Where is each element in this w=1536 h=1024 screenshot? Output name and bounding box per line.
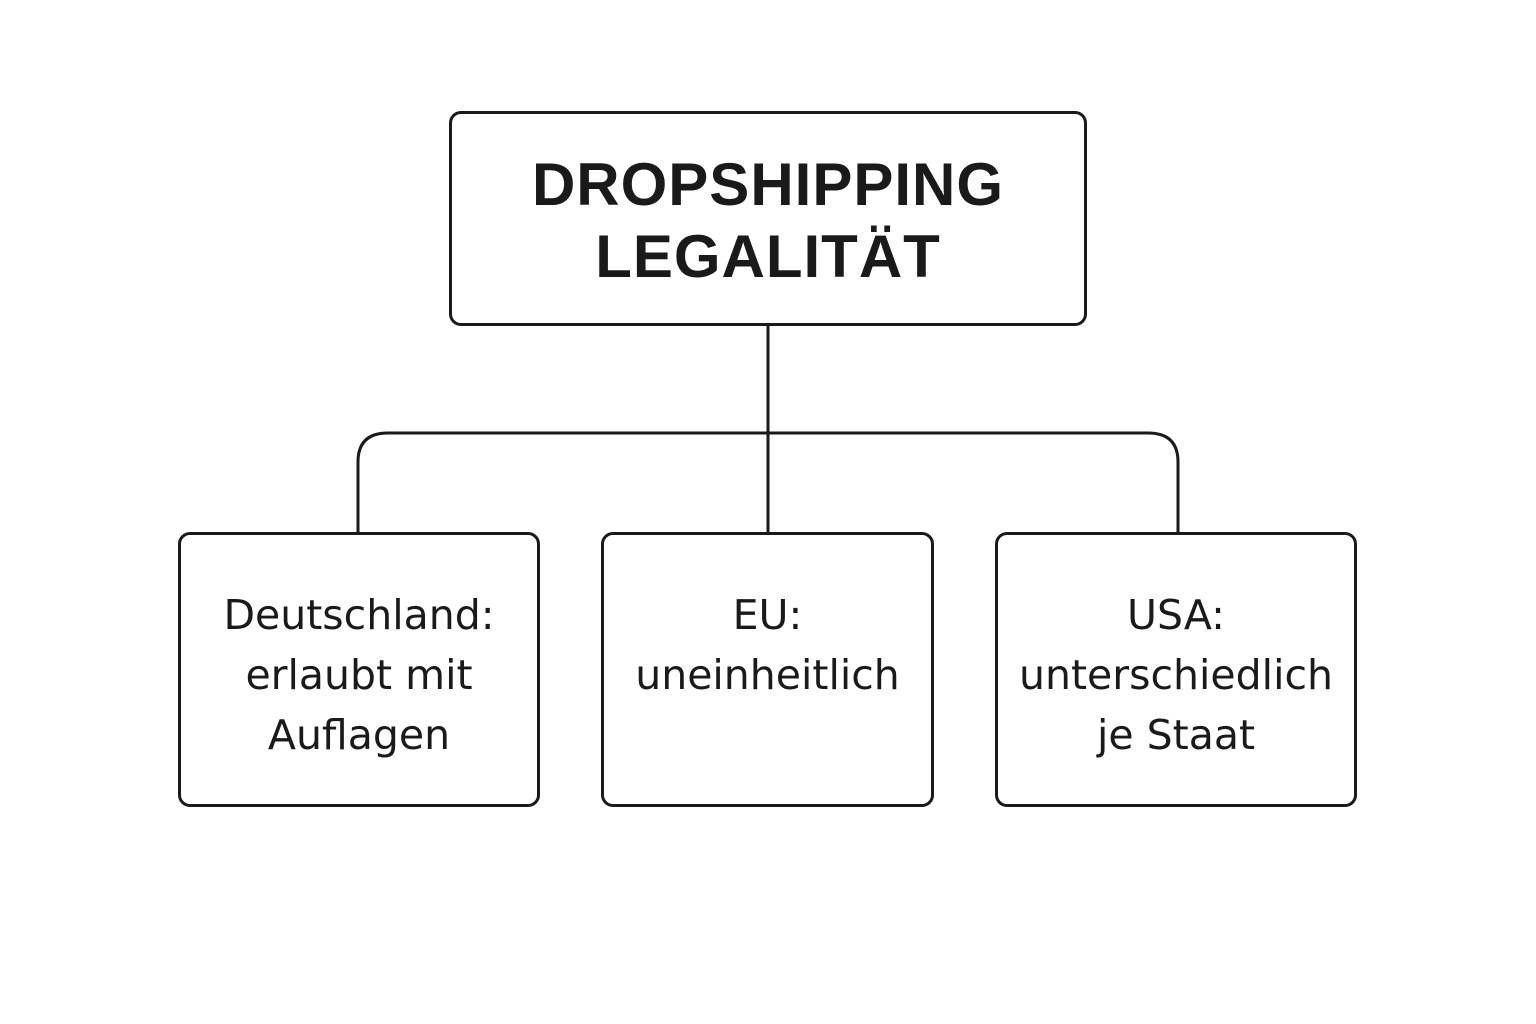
root-title-line-1: DROPSHIPPING — [531, 150, 1005, 218]
usa-label-line-1: USA: — [1127, 591, 1225, 639]
root-node-dropshipping-legality: DROPSHIPPING LEGALITÄT — [449, 111, 1087, 326]
eu-label-line-2: uneinheitlich — [635, 651, 900, 699]
usa-label-line-3: je Staat — [1096, 711, 1256, 759]
child-node-eu: EU: uneinheitlich — [601, 532, 934, 807]
usa-label-line-2: unterschiedlich — [1019, 651, 1333, 699]
germany-label-line-1: Deutschland: — [223, 591, 495, 639]
connector-horizontal-bar — [356, 431, 1180, 532]
root-title-line-2: LEGALITÄT — [595, 222, 941, 290]
germany-label-line-3: Auflagen — [267, 711, 451, 759]
eu-label-line-1: EU: — [732, 591, 803, 639]
germany-label-line-2: erlaubt mit — [245, 651, 473, 699]
child-node-usa: USA: unterschiedlich je Staat — [995, 532, 1357, 807]
child-node-germany: Deutschland: erlaubt mit Auflagen — [178, 532, 540, 807]
